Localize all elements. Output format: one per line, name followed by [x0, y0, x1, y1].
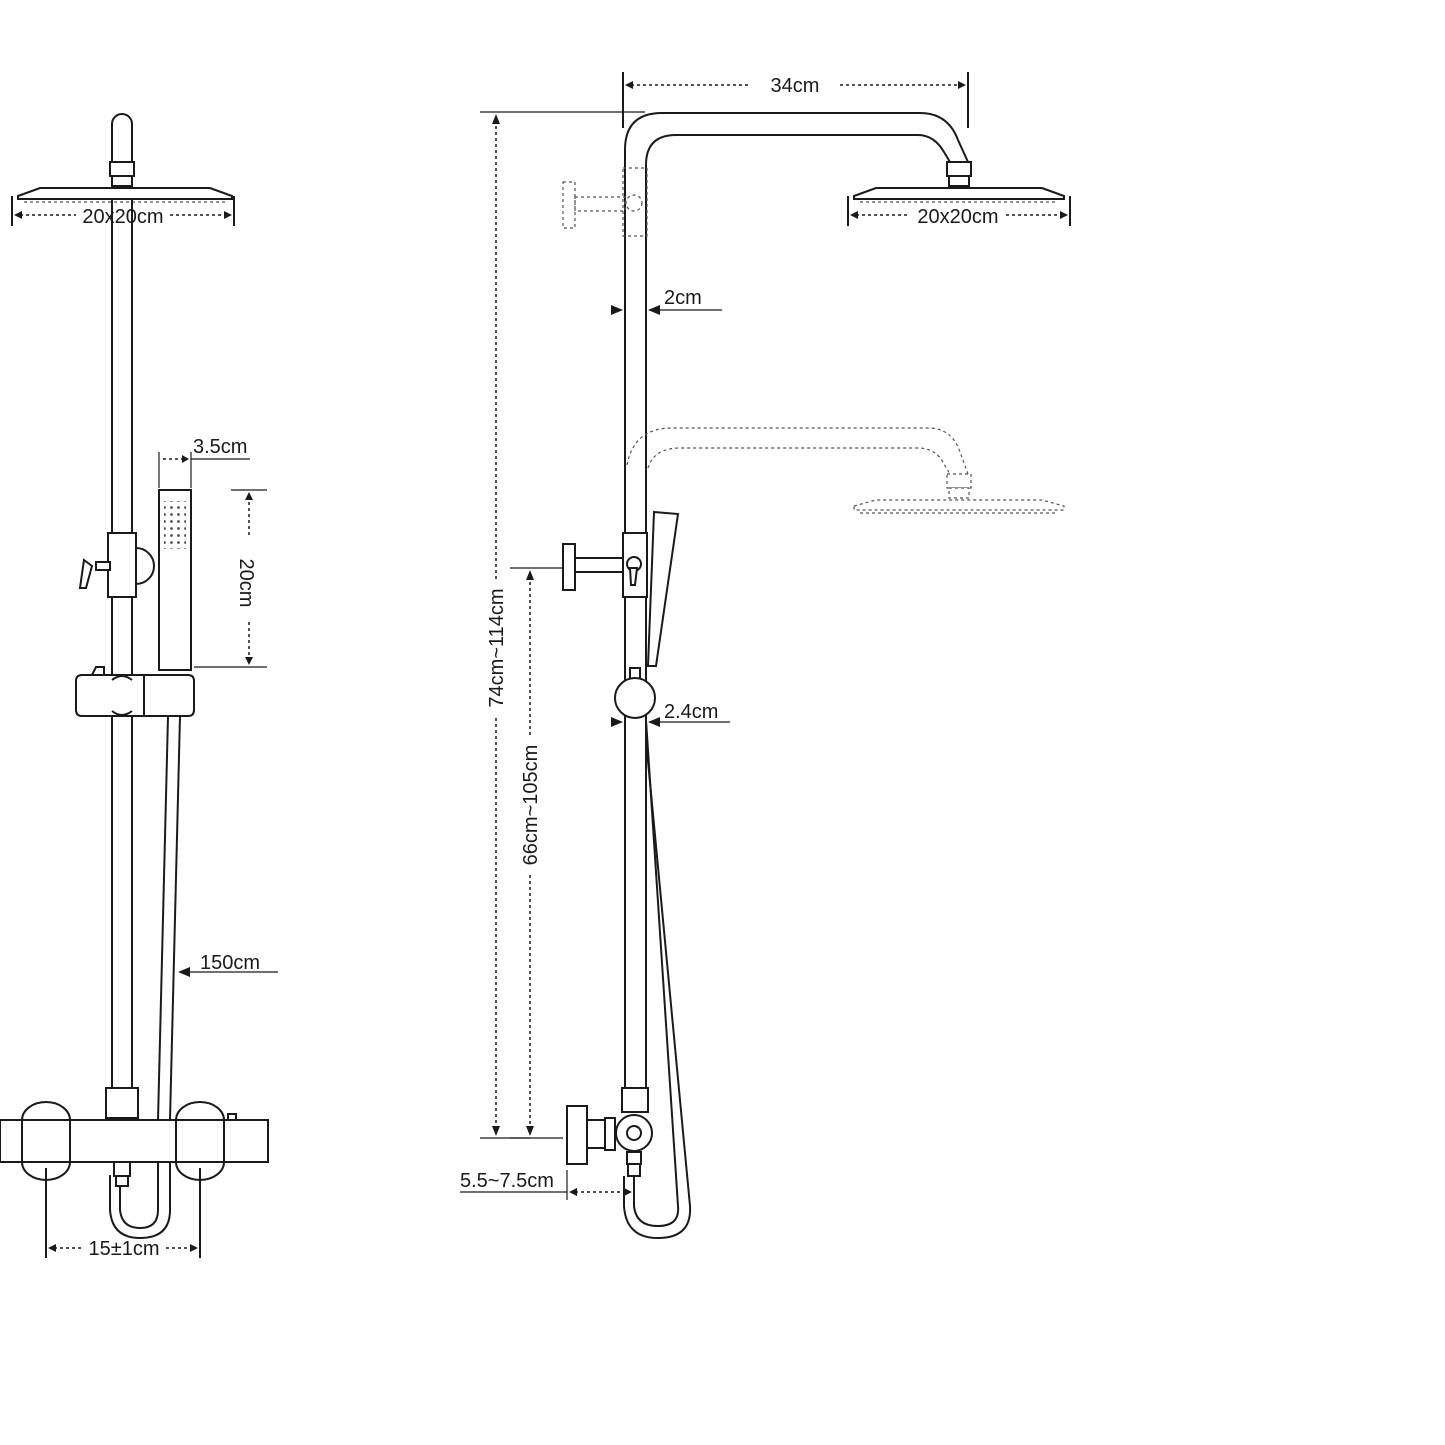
front-hand-shower-nozzles: [164, 501, 186, 549]
front-diverter-body: [107, 532, 137, 598]
side-overhead-arm: [624, 112, 969, 1088]
front-rain-shower-head: [17, 187, 233, 200]
front-top-cap: [111, 113, 133, 163]
side-upper-section-height-label: 66cm~105cm: [520, 745, 542, 866]
side-head-size-label: 20x20cm: [917, 206, 998, 228]
side-head-connector: [946, 161, 972, 177]
front-handshower-width-label: 3.5cm: [193, 436, 247, 458]
side-total-height-label: 74cm~114cm: [486, 588, 508, 707]
front-pipe-coupling: [105, 1087, 139, 1119]
side-wall-flange: [562, 543, 576, 591]
side-view: 34cm 20x20cm 2cm 2.4cm 74cm~114cm: [460, 72, 1071, 1240]
front-diverter-lever: [78, 558, 94, 589]
front-thermostatic-mixer-body: [0, 1119, 269, 1163]
front-view: 20x20cm 3.5cm 20cm 150cm 15±1cm: [0, 113, 278, 1260]
side-hose: [633, 719, 680, 1228]
side-slider-pipe-diameter-label: 2.4cm: [664, 701, 718, 723]
front-hose-length-label: 150cm: [200, 952, 260, 974]
side-valve-body: [615, 1114, 653, 1152]
side-upper-bracket-alt: [622, 167, 648, 237]
side-rain-shower-head: [853, 187, 1065, 200]
front-slide-holder: [75, 674, 195, 717]
side-pipe-diameter-label: 2cm: [664, 287, 702, 309]
side-pipe-coupling: [621, 1087, 649, 1113]
side-lowered-head-alt: [853, 499, 1065, 511]
side-diverter-lever: [628, 567, 639, 586]
side-arm-reach-label: 34cm: [771, 75, 820, 97]
front-inlet-spacing-label: 15±1cm: [88, 1238, 159, 1260]
front-hose-connector: [113, 1161, 131, 1177]
side-slide-knob: [614, 677, 656, 719]
front-handshower-length-label: 20cm: [235, 559, 257, 608]
side-wall-offset-label: 5.5~7.5cm: [460, 1170, 554, 1192]
side-lowered-arm-alt: [626, 427, 969, 475]
front-hose: [119, 715, 169, 1230]
side-hand-shower: [646, 510, 680, 667]
side-valve-wall-flange: [566, 1105, 588, 1165]
front-head-size-label: 20x20cm: [82, 206, 163, 228]
front-head-connector: [109, 161, 135, 177]
